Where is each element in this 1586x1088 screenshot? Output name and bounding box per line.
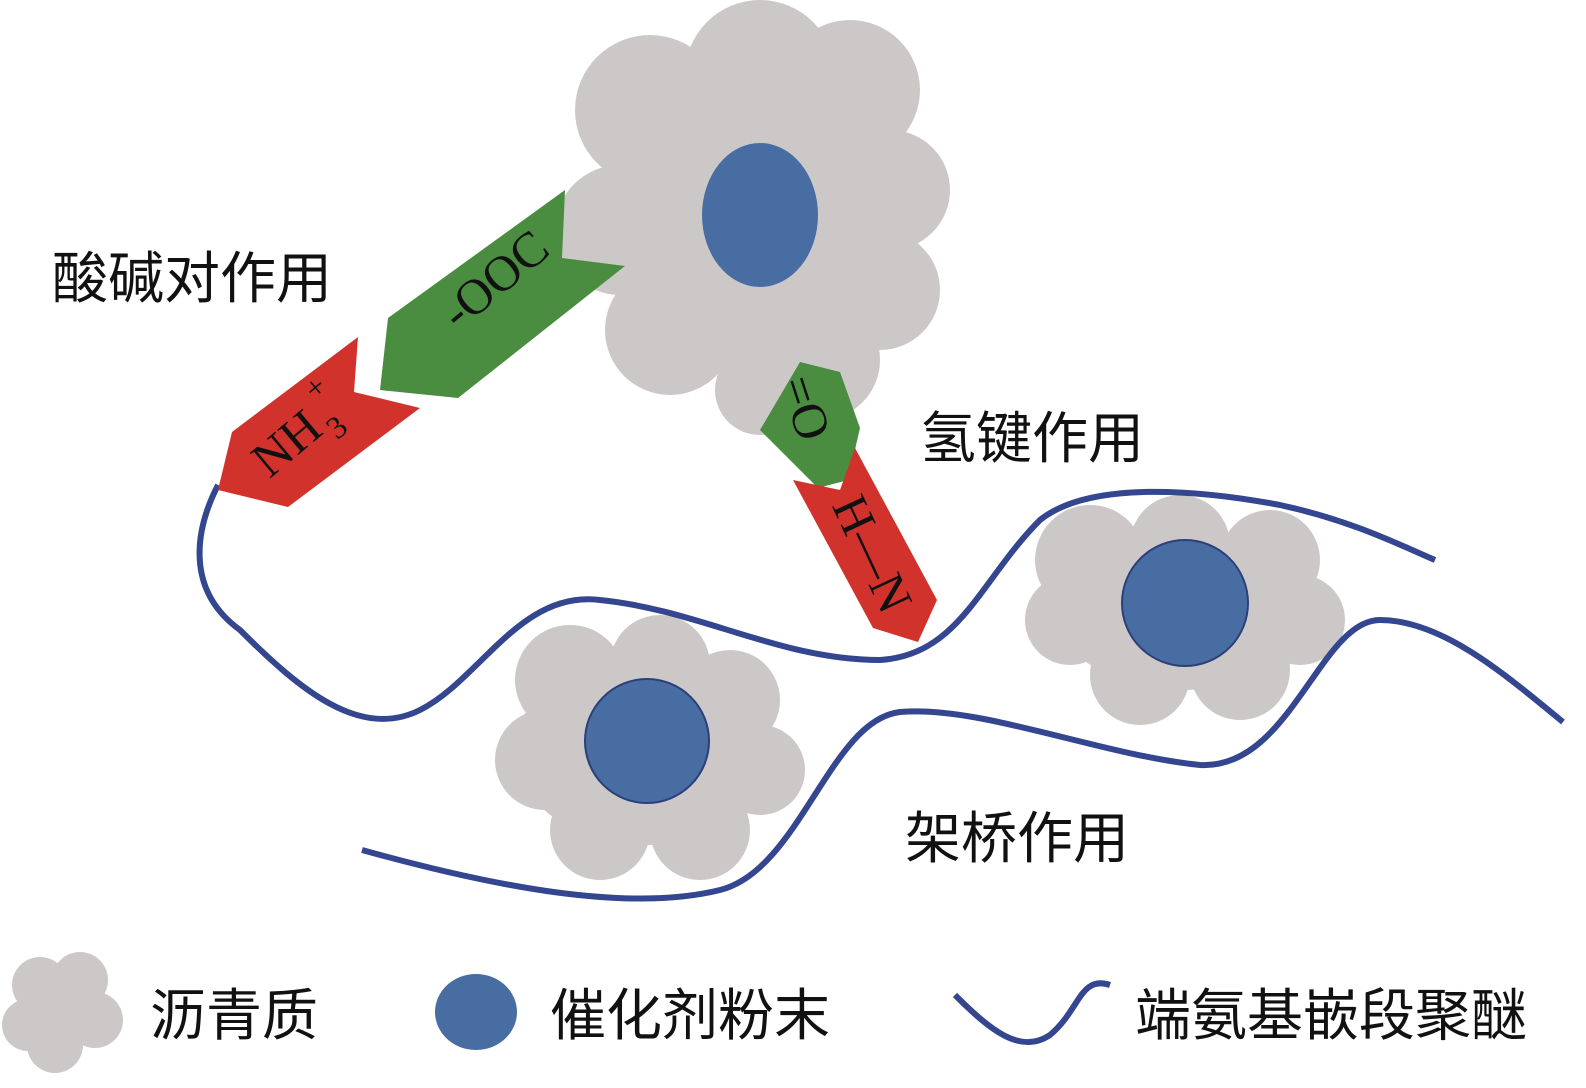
polyether-legend-icon	[952, 980, 1111, 1046]
amine-group-marker	[793, 448, 937, 642]
asphaltene-cloud-large	[555, 0, 950, 435]
polyether-chain	[361, 616, 1565, 902]
legend-asphaltene-label: 沥青质	[150, 984, 318, 1049]
catalyst-particle	[702, 143, 818, 287]
catalyst-legend-icon	[435, 974, 517, 1050]
bridging-label: 架桥作用	[905, 807, 1129, 872]
carbonyl-group-marker	[760, 362, 860, 488]
legend: 沥青质 催化剂粉末 端氨基嵌段聚醚	[2, 952, 1527, 1073]
asphaltene-legend-icon	[2, 952, 123, 1073]
legend-catalyst-label: 催化剂粉末	[550, 984, 830, 1049]
hydrogen-bond-label: 氢键作用	[920, 407, 1144, 472]
polyether-chain	[196, 483, 1437, 722]
asphaltene-cloud-left	[495, 615, 805, 880]
catalyst-particle	[584, 678, 710, 804]
ammonium-group-marker	[218, 337, 420, 507]
carboxylate-group-marker	[380, 190, 625, 398]
legend-polyether-label: 端氨基嵌段聚醚	[1135, 984, 1527, 1049]
catalyst-particle	[1121, 539, 1249, 667]
acid-base-label: 酸碱对作用	[52, 247, 332, 312]
